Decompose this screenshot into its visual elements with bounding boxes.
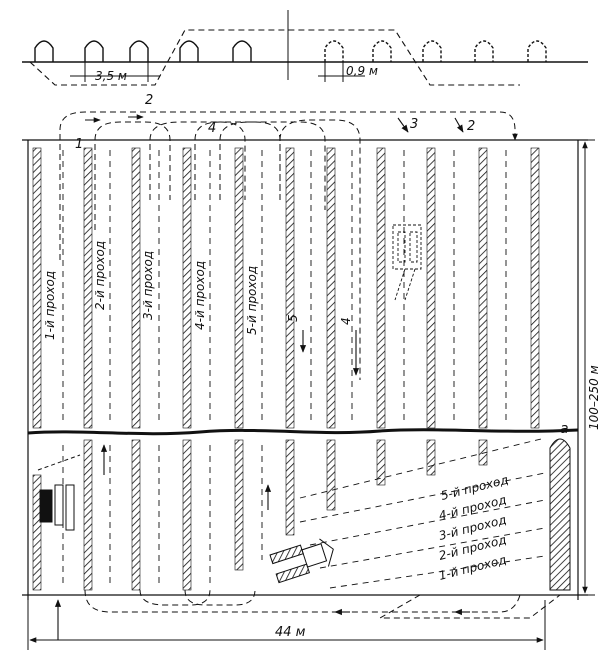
bottom-turning-loops [84, 589, 561, 619]
vertical-pass-arrows [54, 330, 360, 640]
harvester-icon [269, 538, 334, 584]
length-dimension [565, 139, 595, 596]
top-turning-loops [59, 111, 518, 380]
width-label: 44 м [275, 625, 306, 640]
route-number-1: 1 [75, 137, 83, 152]
pass-label-4: 4-й проход [193, 261, 207, 330]
vertical-arrow-number-5: 5 [286, 314, 300, 322]
gap-dimension [318, 62, 365, 82]
route-arrows [397, 117, 464, 133]
combine-icon [392, 224, 422, 301]
route-number-2: 2 [145, 93, 153, 108]
hatched-beds-upper [32, 147, 540, 429]
diagonal-pass-lines [299, 437, 546, 589]
profile-beds-right [324, 40, 547, 62]
profile-beds-left [34, 40, 252, 62]
pass-label-5: 5-й проход [245, 266, 259, 335]
route-number-4: 4 [208, 121, 216, 136]
route-number-3: 3 [410, 117, 418, 132]
bed-width-label: 3,5 м [95, 69, 127, 83]
vertical-arrow-number-4: 4 [339, 317, 353, 325]
width-dimension [27, 600, 546, 650]
pass-label-3: 3-й проход [141, 251, 155, 320]
cross-section-profile [22, 10, 588, 86]
route-number-2b: 2 [467, 119, 475, 134]
pass-label-2: 2-й проход [93, 241, 107, 310]
length-label: 100–250 м [587, 365, 601, 430]
tractor-icon [37, 454, 81, 531]
gap-label: 0,9 м [346, 64, 378, 78]
bed-width-dimension [70, 62, 160, 82]
field-boundary [22, 139, 588, 600]
bed-a [549, 438, 571, 591]
hatched-beds-lower [32, 439, 488, 591]
bed-a-marker: а [560, 421, 569, 437]
wavy-cross-line [27, 428, 579, 436]
pass-label-1: 1-й проход [43, 271, 57, 340]
